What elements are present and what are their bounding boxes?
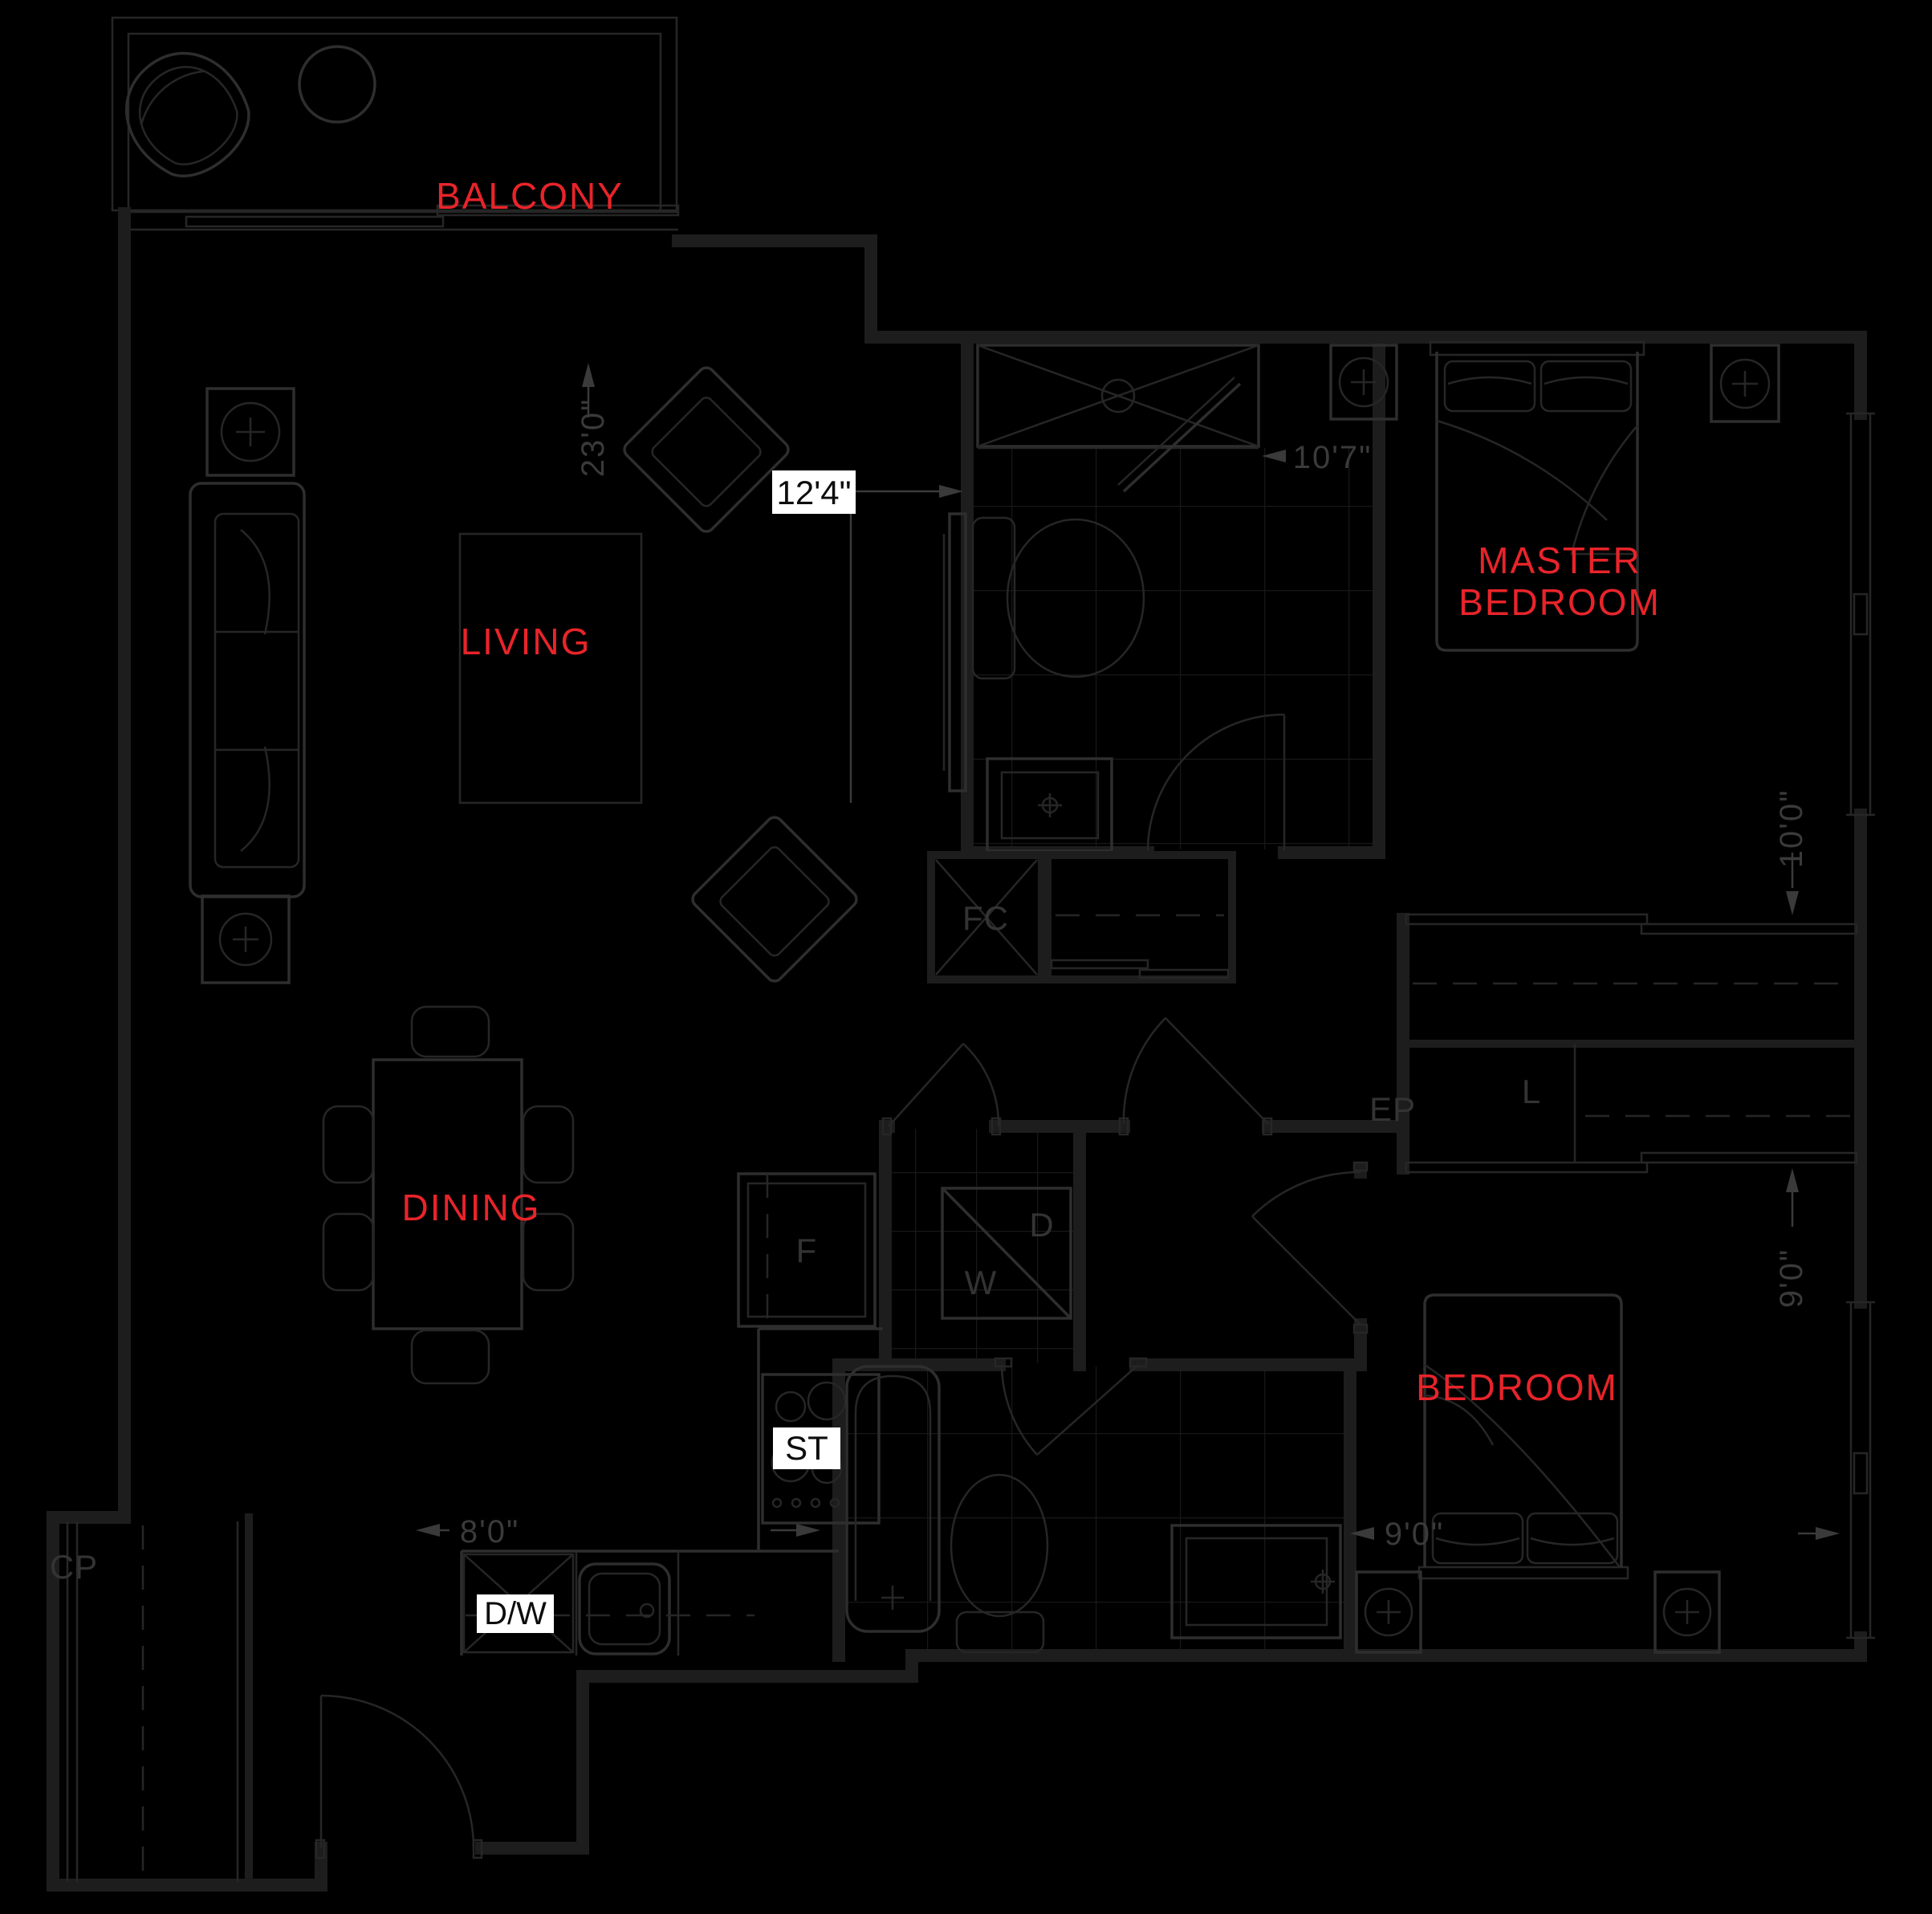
balcony-slider-door bbox=[185, 204, 680, 228]
coat-closet-label: CP bbox=[50, 1548, 98, 1586]
dining-table-set bbox=[322, 1005, 575, 1385]
svg-text:9'0": 9'0" bbox=[1385, 1517, 1444, 1552]
bathroom1-door bbox=[1146, 713, 1286, 852]
svg-text:D/W: D/W bbox=[484, 1596, 547, 1631]
bathroom2-vanity bbox=[1170, 1524, 1342, 1639]
dishwasher-badge: D/W bbox=[477, 1594, 554, 1633]
bedroom-window bbox=[1846, 1301, 1875, 1639]
living-armchair-bottom bbox=[691, 816, 858, 983]
bedroom-nightstand-right bbox=[1653, 1570, 1721, 1654]
svg-text:12'4": 12'4" bbox=[776, 474, 851, 511]
bedroom-door bbox=[1251, 1161, 1369, 1334]
room-label-living: LIVING bbox=[461, 621, 592, 662]
tv-console bbox=[942, 512, 967, 792]
dim-living-width: 12'4" bbox=[772, 470, 963, 803]
bathroom2-tile-floor bbox=[841, 1366, 1348, 1654]
bathroom1-tile-floor bbox=[970, 448, 1375, 849]
living-sofa bbox=[189, 482, 306, 898]
stove-badge: ST bbox=[773, 1427, 840, 1469]
balcony-round-table bbox=[298, 45, 376, 124]
living-end-table-top bbox=[205, 387, 295, 477]
bedroom-closet bbox=[1405, 1044, 1858, 1174]
svg-text:ST: ST bbox=[785, 1429, 828, 1467]
room-label-dining: DINING bbox=[402, 1187, 541, 1228]
master-window bbox=[1846, 412, 1875, 817]
bathroom1-shower bbox=[976, 344, 1260, 493]
balcony-walls bbox=[111, 16, 678, 231]
linen-closet-label: L bbox=[1522, 1073, 1541, 1110]
room-label-balcony: BALCONY bbox=[436, 175, 624, 217]
living-armchair-top bbox=[623, 366, 790, 533]
balcony-lounge-chair bbox=[125, 51, 250, 177]
master-nightstand-left bbox=[1329, 344, 1398, 421]
coat-closet bbox=[66, 1521, 239, 1882]
dim-bedroom-depth: 9'0" bbox=[1774, 1168, 1809, 1308]
bedroom-bed bbox=[1417, 1293, 1629, 1580]
bathroom2-toilet bbox=[950, 1473, 1049, 1654]
svg-text:9'0": 9'0" bbox=[1774, 1248, 1809, 1308]
fan-coil-label: FC bbox=[962, 899, 1009, 937]
exterior-walls bbox=[47, 207, 1867, 1892]
room-label-bedroom: BEDROOM bbox=[1416, 1366, 1618, 1408]
laundry-tile-floor bbox=[889, 1129, 1078, 1363]
hall-closet bbox=[1043, 851, 1236, 983]
dim-bedroom-width: 9'0" bbox=[1350, 1517, 1840, 1552]
fan-coil-closet bbox=[927, 851, 1046, 983]
living-end-table-bottom bbox=[201, 894, 291, 984]
bathroom2-tub bbox=[845, 1365, 941, 1633]
master-bed bbox=[1429, 340, 1645, 652]
entry-door bbox=[315, 1694, 483, 1859]
master-door bbox=[1118, 1017, 1273, 1136]
fridge-label: F bbox=[796, 1232, 818, 1269]
living-rug bbox=[458, 532, 643, 804]
room-label-master-line1: MASTER bbox=[1478, 540, 1641, 581]
electrical-panel-label: EP bbox=[1369, 1090, 1416, 1128]
master-closet bbox=[1397, 913, 1865, 1175]
dim-master-width: 10'7" bbox=[1262, 440, 1373, 475]
bedroom-nightstand-left bbox=[1355, 1570, 1422, 1654]
dryer-label: D bbox=[1029, 1206, 1054, 1244]
kitchen-fridge bbox=[737, 1172, 877, 1328]
dim-living-length: 23'0" bbox=[576, 363, 611, 477]
room-label-master-line2: BEDROOM bbox=[1458, 581, 1661, 623]
svg-text:8'0": 8'0" bbox=[460, 1514, 519, 1550]
laundry-door bbox=[881, 1043, 1002, 1136]
svg-text:23'0": 23'0" bbox=[576, 398, 611, 478]
svg-text:10'7": 10'7" bbox=[1293, 440, 1373, 475]
washer-dryer bbox=[941, 1187, 1072, 1320]
kitchen-counter-east bbox=[757, 1327, 883, 1550]
bathroom1-toilet bbox=[971, 516, 1145, 680]
bathroom2-door bbox=[994, 1357, 1148, 1456]
dim-master-depth: 10'0" bbox=[1774, 789, 1809, 915]
dim-kitchen-width: 8'0" bbox=[416, 1514, 820, 1550]
washer-label: W bbox=[965, 1264, 998, 1301]
master-nightstand-right bbox=[1710, 344, 1780, 423]
